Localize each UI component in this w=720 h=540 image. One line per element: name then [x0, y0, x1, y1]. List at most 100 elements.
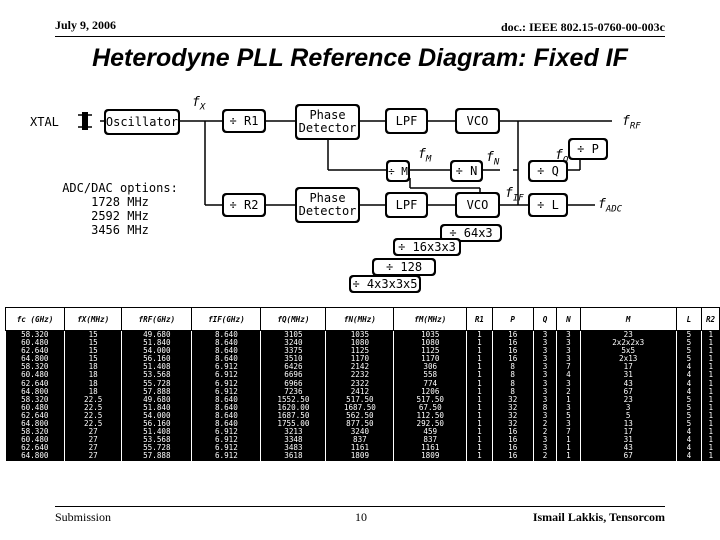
- table-cell: 1: [556, 444, 581, 453]
- table-cell: 5: [675, 355, 702, 364]
- table-cell: 5: [675, 347, 702, 356]
- table-cell: 67: [579, 387, 677, 396]
- table-cell: 64.800: [5, 387, 65, 396]
- table-cell: 67: [579, 452, 677, 461]
- table-cell: 8.640: [191, 411, 261, 421]
- table-cell: 1: [466, 347, 493, 356]
- table-cell: 4: [675, 371, 702, 380]
- table-cell: 5: [675, 338, 702, 348]
- page-title: Heterodyne PLL Reference Diagram: Fixed …: [92, 44, 628, 72]
- table-cell: 5: [579, 411, 677, 421]
- fm-label: fM: [418, 147, 431, 165]
- footer-submission: Submission: [55, 510, 112, 524]
- table-cell: 2322: [325, 379, 394, 388]
- col-header: fX(MHz): [64, 307, 123, 331]
- lpf-1-block: LPF: [385, 108, 428, 134]
- vco-1-block: VCO: [455, 108, 500, 134]
- fn-subscript: N: [493, 157, 500, 168]
- table-cell: 3: [556, 355, 581, 364]
- col-header: fM(MHz): [393, 307, 468, 331]
- fx-subscript: X: [199, 102, 206, 113]
- table-cell: 1: [556, 452, 581, 461]
- table-cell: 58.320: [5, 363, 65, 372]
- table-cell: 1: [701, 355, 720, 364]
- table-cell: 55.728: [121, 379, 192, 388]
- table-cell: 1: [466, 403, 493, 412]
- header-date: July 9, 2006: [55, 18, 117, 32]
- div-r2-label: ÷ R2: [224, 195, 264, 215]
- table-cell: 306: [393, 363, 467, 372]
- vco-2-block: VCO: [455, 192, 500, 218]
- table-cell: 64.800: [5, 452, 65, 461]
- table-cell: 1: [701, 428, 720, 437]
- table-cell: 27: [64, 452, 122, 461]
- table-cell: 62.640: [5, 347, 65, 356]
- table-cell: 16: [491, 355, 534, 364]
- table-cell: 2232: [325, 371, 394, 380]
- table-cell: 1: [466, 387, 493, 396]
- table-cell: 16: [491, 444, 534, 453]
- table-cell: 6.912: [191, 452, 261, 461]
- table-cell: 67.50: [393, 403, 467, 412]
- adc-option-1: 1728 MHz: [91, 195, 149, 209]
- table-cell: 5x5: [579, 347, 677, 356]
- table-cell: 3: [532, 371, 557, 380]
- table-cell: 1552.50: [260, 395, 326, 404]
- table-cell: 1: [466, 330, 493, 340]
- table-cell: 23: [579, 330, 677, 340]
- table-cell: 1: [701, 371, 720, 380]
- table-cell: 1125: [325, 347, 394, 356]
- table-cell: 58.320: [5, 395, 65, 404]
- table-cell: 60.480: [5, 403, 65, 412]
- table-cell: 1755.00: [260, 419, 326, 429]
- table-cell: 1: [701, 395, 720, 404]
- table-cell: 15: [64, 347, 122, 356]
- frf-label: fRF: [622, 114, 641, 132]
- table-cell: 1: [701, 387, 720, 396]
- table-cell: 837: [393, 436, 467, 445]
- table-cell: 3: [556, 347, 581, 356]
- table-cell: 51.840: [121, 338, 192, 348]
- table-cell: 4: [675, 452, 702, 461]
- table-cell: 3240: [325, 428, 394, 437]
- div-m-block: ÷ M: [386, 160, 410, 182]
- table-cell: 8: [491, 387, 534, 396]
- table-cell: 1: [701, 379, 720, 388]
- div-4x3x3x5-block: ÷ 4x3x3x5: [349, 275, 421, 293]
- col-header: N: [556, 307, 581, 331]
- table-cell: 6.912: [191, 363, 261, 372]
- table-cell: 1125: [393, 347, 467, 356]
- col-header: Q: [532, 307, 558, 331]
- table-cell: 43: [579, 379, 677, 388]
- table-cell: 4: [675, 436, 702, 445]
- footer-page-number: 10: [355, 510, 367, 524]
- table-cell: 32: [491, 411, 534, 421]
- table-cell: 62.640: [5, 444, 65, 453]
- table-cell: 877.50: [325, 419, 394, 429]
- table-cell: 62.640: [5, 379, 65, 388]
- table-cell: 55.728: [121, 444, 192, 453]
- table-cell: 837: [325, 436, 394, 445]
- table-cell: 8: [532, 403, 557, 412]
- table-cell: 3: [532, 363, 557, 372]
- adc-option-2: 2592 MHz: [91, 209, 149, 223]
- table-cell: 1687.50: [260, 411, 326, 421]
- div-64x3-label: ÷ 64x3: [442, 226, 500, 240]
- table-cell: 1170: [393, 355, 467, 364]
- col-header: fc (GHz): [4, 307, 66, 331]
- table-cell: 2: [532, 452, 557, 461]
- lpf-1-label: LPF: [387, 110, 426, 132]
- table-cell: 4: [675, 444, 702, 453]
- footer-author: Ismail Lakkis, Tensorcom: [532, 510, 665, 524]
- table-cell: 8.640: [191, 419, 261, 429]
- table-cell: 7236: [260, 387, 326, 396]
- table-cell: 1: [466, 444, 493, 453]
- table-cell: 53.568: [121, 371, 192, 380]
- table-cell: 3: [532, 411, 557, 421]
